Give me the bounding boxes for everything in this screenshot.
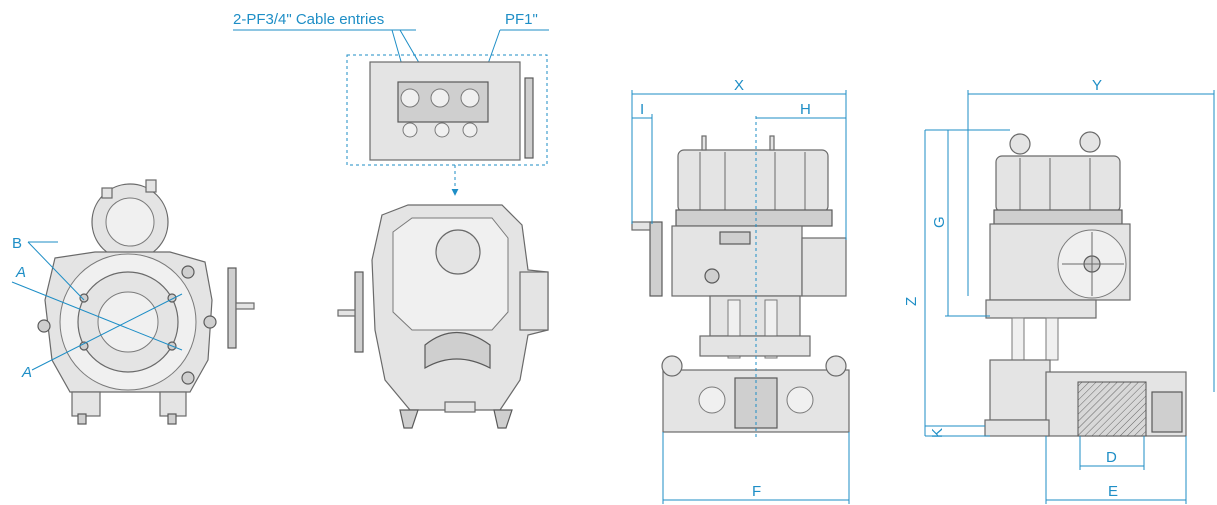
label-b: B [12, 235, 22, 252]
dim-e: E [1108, 483, 1118, 500]
dim-k: K [929, 428, 946, 438]
dim-x: X [734, 77, 744, 94]
label-a-top: A [15, 264, 26, 281]
cable-entries-label: 2-PF3/4" Cable entries [233, 11, 384, 28]
label-a-bottom: A [21, 364, 32, 381]
dim-z: Z [903, 297, 920, 306]
dim-g: G [931, 216, 948, 228]
dim-d: D [1106, 449, 1117, 466]
dim-f: F [752, 483, 761, 500]
dim-y: Y [1092, 77, 1102, 94]
terminal-view: 2-PF3/4" Cable entries PF1" [233, 11, 549, 429]
end-view: Y Z G K D E [903, 77, 1215, 504]
dim-i: I [640, 101, 644, 118]
flange-view: B A A [11, 179, 255, 425]
side-view: X H I F [631, 77, 850, 504]
pf1-label: PF1" [505, 11, 538, 28]
dim-h: H [800, 101, 811, 118]
